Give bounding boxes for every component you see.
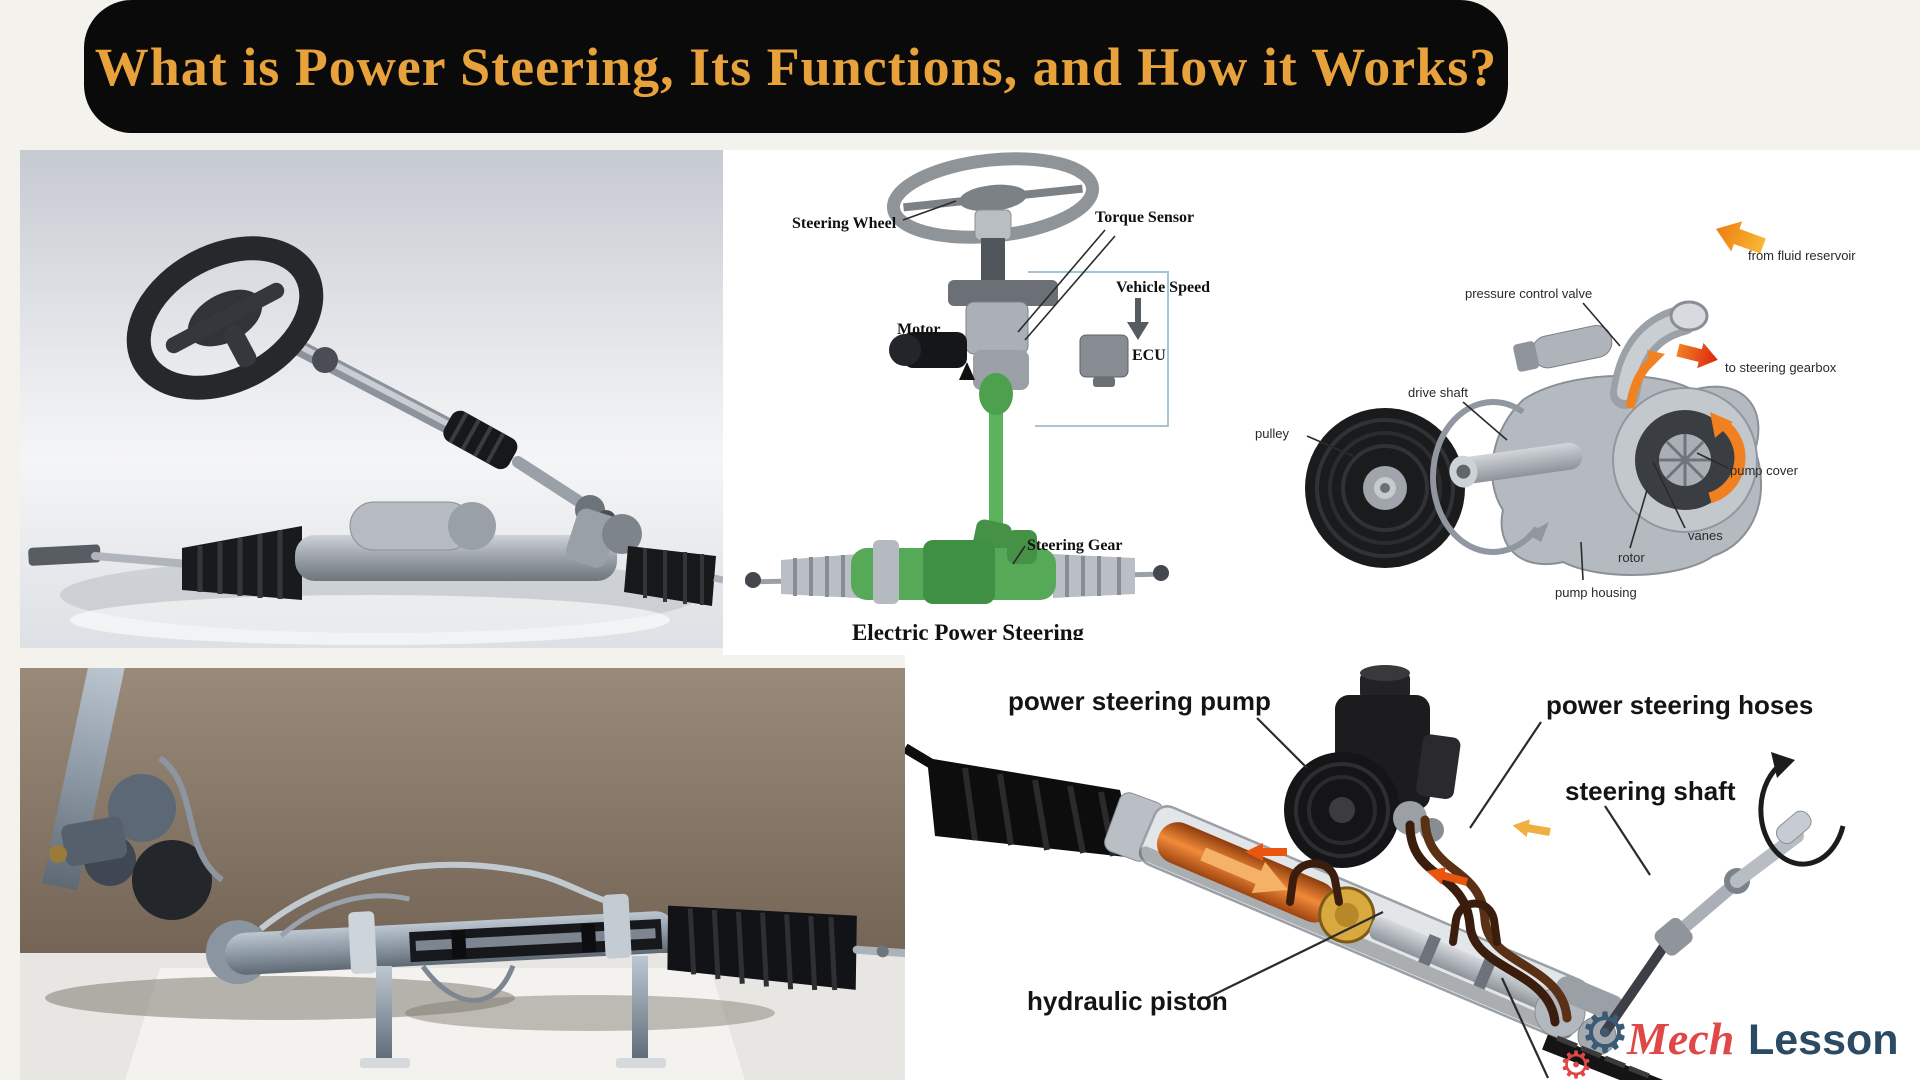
rack-teeth — [1556, 1035, 1650, 1079]
leader-drive-shaft — [1462, 401, 1508, 441]
label-from-fluid-reservoir: from fluid reservoir — [1748, 248, 1856, 263]
leader-vanes — [1652, 461, 1686, 529]
leader-hydraulic-piston — [1206, 911, 1384, 999]
red-gear-icon: ⚙ — [1559, 1045, 1593, 1080]
leader-pump-cover — [1696, 452, 1729, 469]
pump-body — [1430, 374, 1763, 576]
rack-boot — [905, 743, 1164, 862]
rotation-arrow — [1758, 762, 1846, 867]
shaft-rotation-arrowhead — [1527, 522, 1549, 542]
floor-highlight — [70, 595, 670, 645]
pump-cutaway-diagram: from fluid reservoir pressure control va… — [1223, 150, 1920, 655]
leader-cutoff-label — [1501, 977, 1549, 1079]
label-pressure-control-valve: pressure control valve — [1465, 286, 1592, 301]
display-stands — [360, 956, 666, 1068]
label-motor: Motor — [897, 321, 941, 338]
vehicle-speed-arrow — [1127, 298, 1149, 340]
electric-rack-assembly — [28, 501, 723, 606]
motor-arrow — [959, 362, 975, 380]
photo-hydraulic-rack — [20, 668, 905, 1080]
leader-pulley — [1306, 435, 1354, 457]
steering-shaft-assembly — [1600, 752, 1846, 1037]
label-ecu: ECU — [1132, 347, 1166, 364]
electric-rack-photo-art — [20, 150, 723, 648]
leader-steering-wheel — [902, 200, 957, 221]
eps-ecu-box — [1079, 334, 1129, 387]
flow-arc-arrow — [1708, 417, 1746, 504]
blue-gear-icon: ⚙ — [1580, 1001, 1630, 1064]
hydraulic-rack-assembly — [205, 861, 905, 1003]
flow-arc-arrowhead — [1710, 412, 1733, 438]
eps-motor — [889, 332, 967, 368]
logo-mech-text: Mech — [1626, 1013, 1734, 1064]
rack-toothed-rod — [1542, 1034, 1664, 1080]
label-power-steering-pump: power steering pump — [1008, 686, 1271, 716]
title-banner: What is Power Steering, Its Functions, a… — [84, 0, 1508, 133]
label-rotor: rotor — [1618, 550, 1645, 565]
label-pulley: pulley — [1255, 426, 1289, 441]
photo-electric-rack — [20, 150, 723, 648]
label-drive-shaft: drive shaft — [1408, 385, 1468, 400]
hydraulic-diagram-art: power steering pump power steering hoses… — [905, 640, 1920, 1080]
leader-power-steering-pump — [1256, 717, 1308, 769]
drive-shaft-cylinder — [1449, 442, 1583, 488]
label-torque-sensor: Torque Sensor — [1095, 209, 1194, 226]
eps-diagram-art: Steering Wheel Torque Sensor Vehicle Spe… — [723, 150, 1223, 655]
pump-pulley — [1305, 408, 1465, 568]
label-pump-housing: pump housing — [1555, 585, 1637, 600]
label-steering-gear: Steering Gear — [1027, 537, 1123, 554]
pressure-control-valve-part — [1513, 325, 1613, 372]
label-steering-wheel: Steering Wheel — [792, 215, 897, 232]
leader-steering-gear — [1012, 545, 1026, 565]
from-reservoir-arrow — [1716, 221, 1766, 254]
leader-pump-housing — [1580, 541, 1584, 581]
vane-slots — [1659, 434, 1711, 486]
leader-torque-sensor-2 — [1024, 235, 1116, 341]
hydraulic-system-diagram: power steering pump power steering hoses… — [905, 640, 1920, 1080]
flow-direction-arrows — [1245, 819, 1551, 886]
label-power-steering-hoses: power steering hoses — [1546, 690, 1813, 720]
eps-green-rack — [744, 530, 1169, 604]
pump-diagram-art: from fluid reservoir pressure control va… — [1223, 150, 1920, 655]
electric-power-steering-diagram: Steering Wheel Torque Sensor Vehicle Spe… — [723, 150, 1223, 655]
hydraulic-rack-photo-art — [20, 668, 905, 1080]
fluid-flow-arrow — [1200, 847, 1288, 894]
leader-power-steering-hoses — [1469, 721, 1542, 829]
label-steering-shaft: steering shaft — [1565, 776, 1736, 806]
label-vanes: vanes — [1688, 528, 1723, 543]
hydraulic-pump — [1284, 665, 1461, 868]
leader-torque-sensor-1 — [1017, 229, 1106, 333]
mechlesson-logo: ⚙ ⚙ Mech Lesson — [1559, 1001, 1899, 1080]
label-vehicle-speed: Vehicle Speed — [1116, 279, 1210, 296]
leader-pressure-valve — [1582, 302, 1621, 347]
shadow-1 — [45, 976, 515, 1020]
label-to-steering-gearbox: to steering gearbox — [1725, 360, 1837, 375]
logo-lesson-text: Lesson — [1748, 1016, 1899, 1064]
label-hydraulic-piston: hydraulic piston — [1027, 986, 1228, 1016]
page-title: What is Power Steering, Its Functions, a… — [94, 36, 1498, 97]
leader-rotor — [1629, 489, 1648, 549]
steering-wheel-photo — [126, 236, 324, 400]
rotation-arrowhead — [1771, 752, 1795, 778]
eps-column-assembly — [948, 209, 1058, 390]
inlet-elbow-pipe — [1610, 300, 1709, 409]
leader-steering-shaft — [1604, 805, 1651, 876]
label-pump-cover: pump cover — [1730, 463, 1799, 478]
power-steering-hoses-art — [1286, 815, 1572, 1027]
ecu-wiring-line — [1028, 271, 1169, 427]
shaft-rotation-arrow — [1430, 399, 1540, 555]
to-gearbox-arrow — [1676, 342, 1718, 369]
internal-flow-arrowhead — [1647, 350, 1665, 368]
shadow-2 — [405, 995, 775, 1031]
valve-column-cluster — [42, 668, 224, 920]
